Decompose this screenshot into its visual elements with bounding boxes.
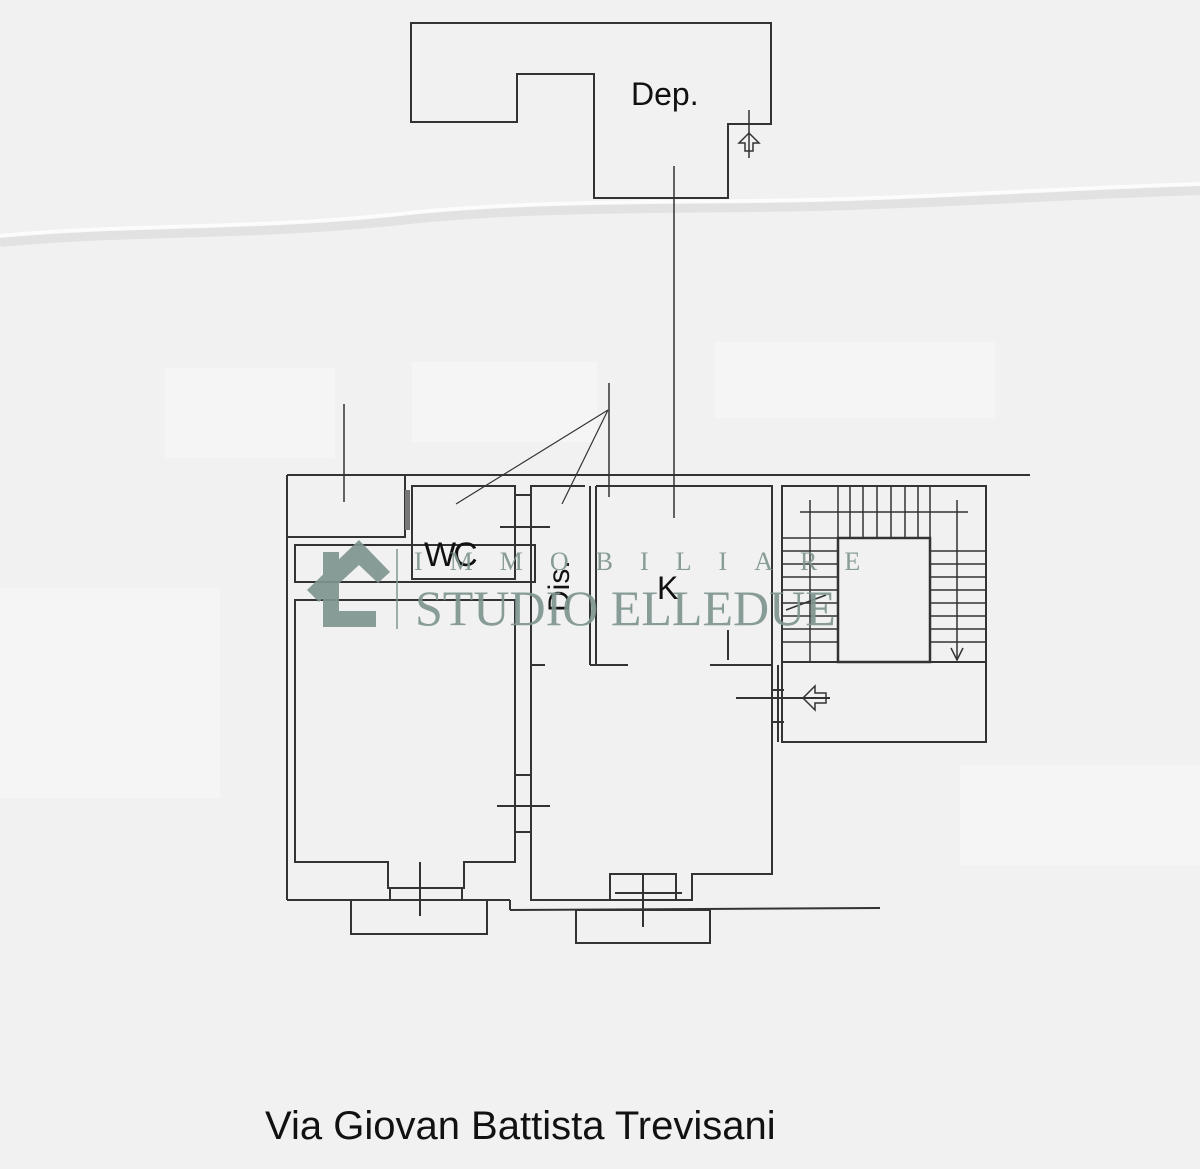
blank-patch xyxy=(0,588,220,798)
blank-patch xyxy=(960,765,1200,865)
street-name: Via Giovan Battista Trevisani xyxy=(265,1104,776,1148)
room-label-kitchen: K xyxy=(657,570,679,606)
storage-outline xyxy=(410,22,772,199)
blank-patch xyxy=(165,368,335,458)
watermark-line2: STUDIO ELLEDUE xyxy=(415,580,836,636)
watermark-line1: IMMOBILIARE xyxy=(414,547,888,576)
blank-patch xyxy=(412,362,597,442)
watermark-logo-icon xyxy=(307,540,390,627)
room-label-bathroom: WC xyxy=(424,536,478,574)
blank-patch xyxy=(715,342,995,418)
room-label-storage: Dep. xyxy=(631,76,699,112)
